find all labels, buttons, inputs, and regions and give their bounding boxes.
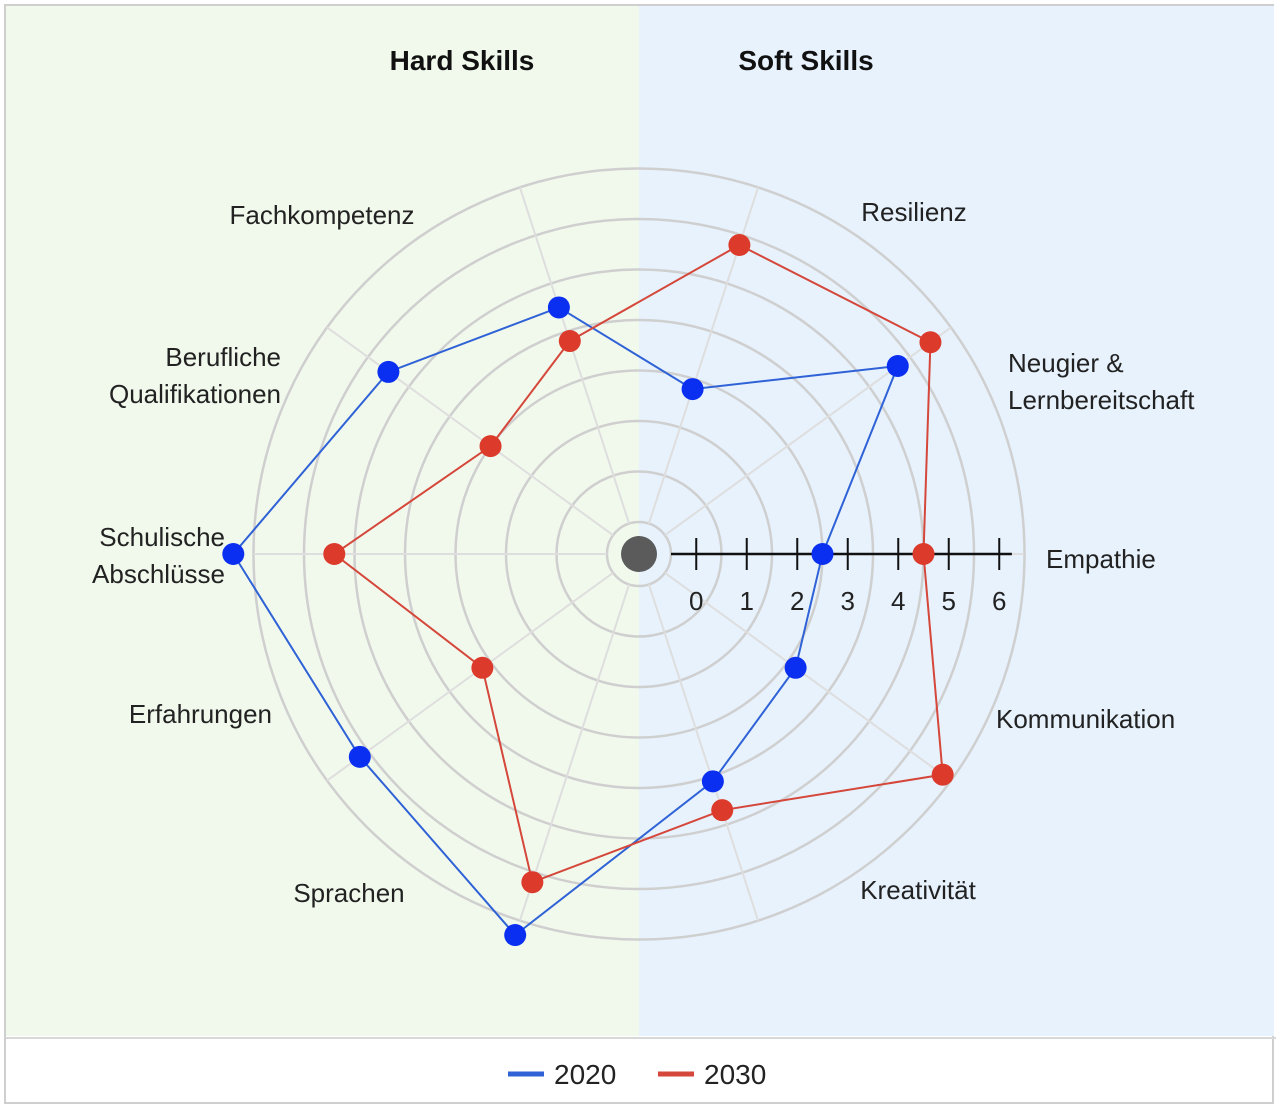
point-2030-kreativitaet (728, 234, 751, 257)
tick-label-6: 6 (992, 586, 1006, 616)
tick-label-2: 2 (790, 586, 804, 616)
point-2020-sprachen (547, 296, 570, 319)
axis-label-resilienz: Resilienz (861, 197, 967, 227)
grid-spoke (518, 187, 631, 524)
point-2020-resilienz (701, 770, 724, 793)
point-2020-erfahrungen (377, 360, 400, 383)
point-2030-berufliche-qualifikationen (471, 656, 494, 679)
axis-label-empathie: Empathie (1046, 544, 1156, 574)
point-2020-kommunikation (886, 354, 909, 377)
axis-label-fachkompetenz: Fachkompetenz (230, 200, 415, 230)
grid-spoke (518, 584, 631, 921)
point-2020-berufliche-qualifikationen (348, 745, 371, 768)
legend-label-2030: 2030 (704, 1059, 766, 1090)
grid-spoke (647, 584, 760, 921)
grid-spoke (664, 572, 952, 782)
radar-grid (252, 167, 1026, 941)
point-2030-erfahrungen (479, 435, 502, 458)
grid-spoke (326, 572, 614, 782)
point-2030-kommunikation (919, 331, 942, 354)
point-2030-empathie (912, 543, 935, 565)
series-layer (222, 234, 954, 947)
tick-label-3: 3 (841, 586, 855, 616)
tick-label-1: 1 (740, 586, 754, 616)
radar-chart: Hard Skills Soft Skills 0 1 2 3 4 5 6 Empathie… (6, 6, 1276, 1090)
axis-label-sprachen: Sprachen (293, 878, 404, 908)
tick-label-0: 0 (689, 586, 703, 616)
chart-frame: Hard Skills Soft Skills 0 1 2 3 4 5 6 Empathie… (4, 4, 1276, 1104)
point-2020-kreativitaet (681, 378, 704, 401)
soft-skills-region (639, 6, 1274, 1036)
axis-label-erfahrungen: Erfahrungen (129, 699, 272, 729)
point-2030-schulische-abschluesse (323, 543, 346, 565)
soft-skills-title: Soft Skills (738, 45, 873, 76)
legend-label-2020: 2020 (554, 1059, 616, 1090)
radial-scale: 0 1 2 3 4 5 6 (671, 538, 1012, 616)
axis-label-kommunikation: Kommunikation (996, 704, 1175, 734)
hard-skills-region (6, 6, 639, 1036)
point-2030-neugier-lernbereitschaft (931, 763, 954, 786)
point-2020-schulische-abschluesse (222, 543, 245, 565)
tick-label-5: 5 (942, 586, 956, 616)
point-2020-fachkompetenz (504, 924, 527, 947)
center-dot (621, 536, 657, 572)
legend: 2020 2030 (508, 1059, 766, 1090)
point-2030-resilienz (711, 799, 734, 822)
point-2020-neugier-lernbereitschaft (784, 656, 807, 679)
point-2030-fachkompetenz (521, 871, 544, 894)
point-2020-empathie (811, 543, 834, 565)
hard-skills-title: Hard Skills (390, 45, 535, 76)
grid-spoke (326, 326, 614, 536)
axis-label-neugier-lernbereitschaft: Neugier &Lernbereitschaft (1008, 348, 1195, 415)
tick-label-4: 4 (891, 586, 905, 616)
axis-label-kreativitaet: Kreativität (860, 875, 976, 905)
point-2030-sprachen (558, 330, 581, 353)
